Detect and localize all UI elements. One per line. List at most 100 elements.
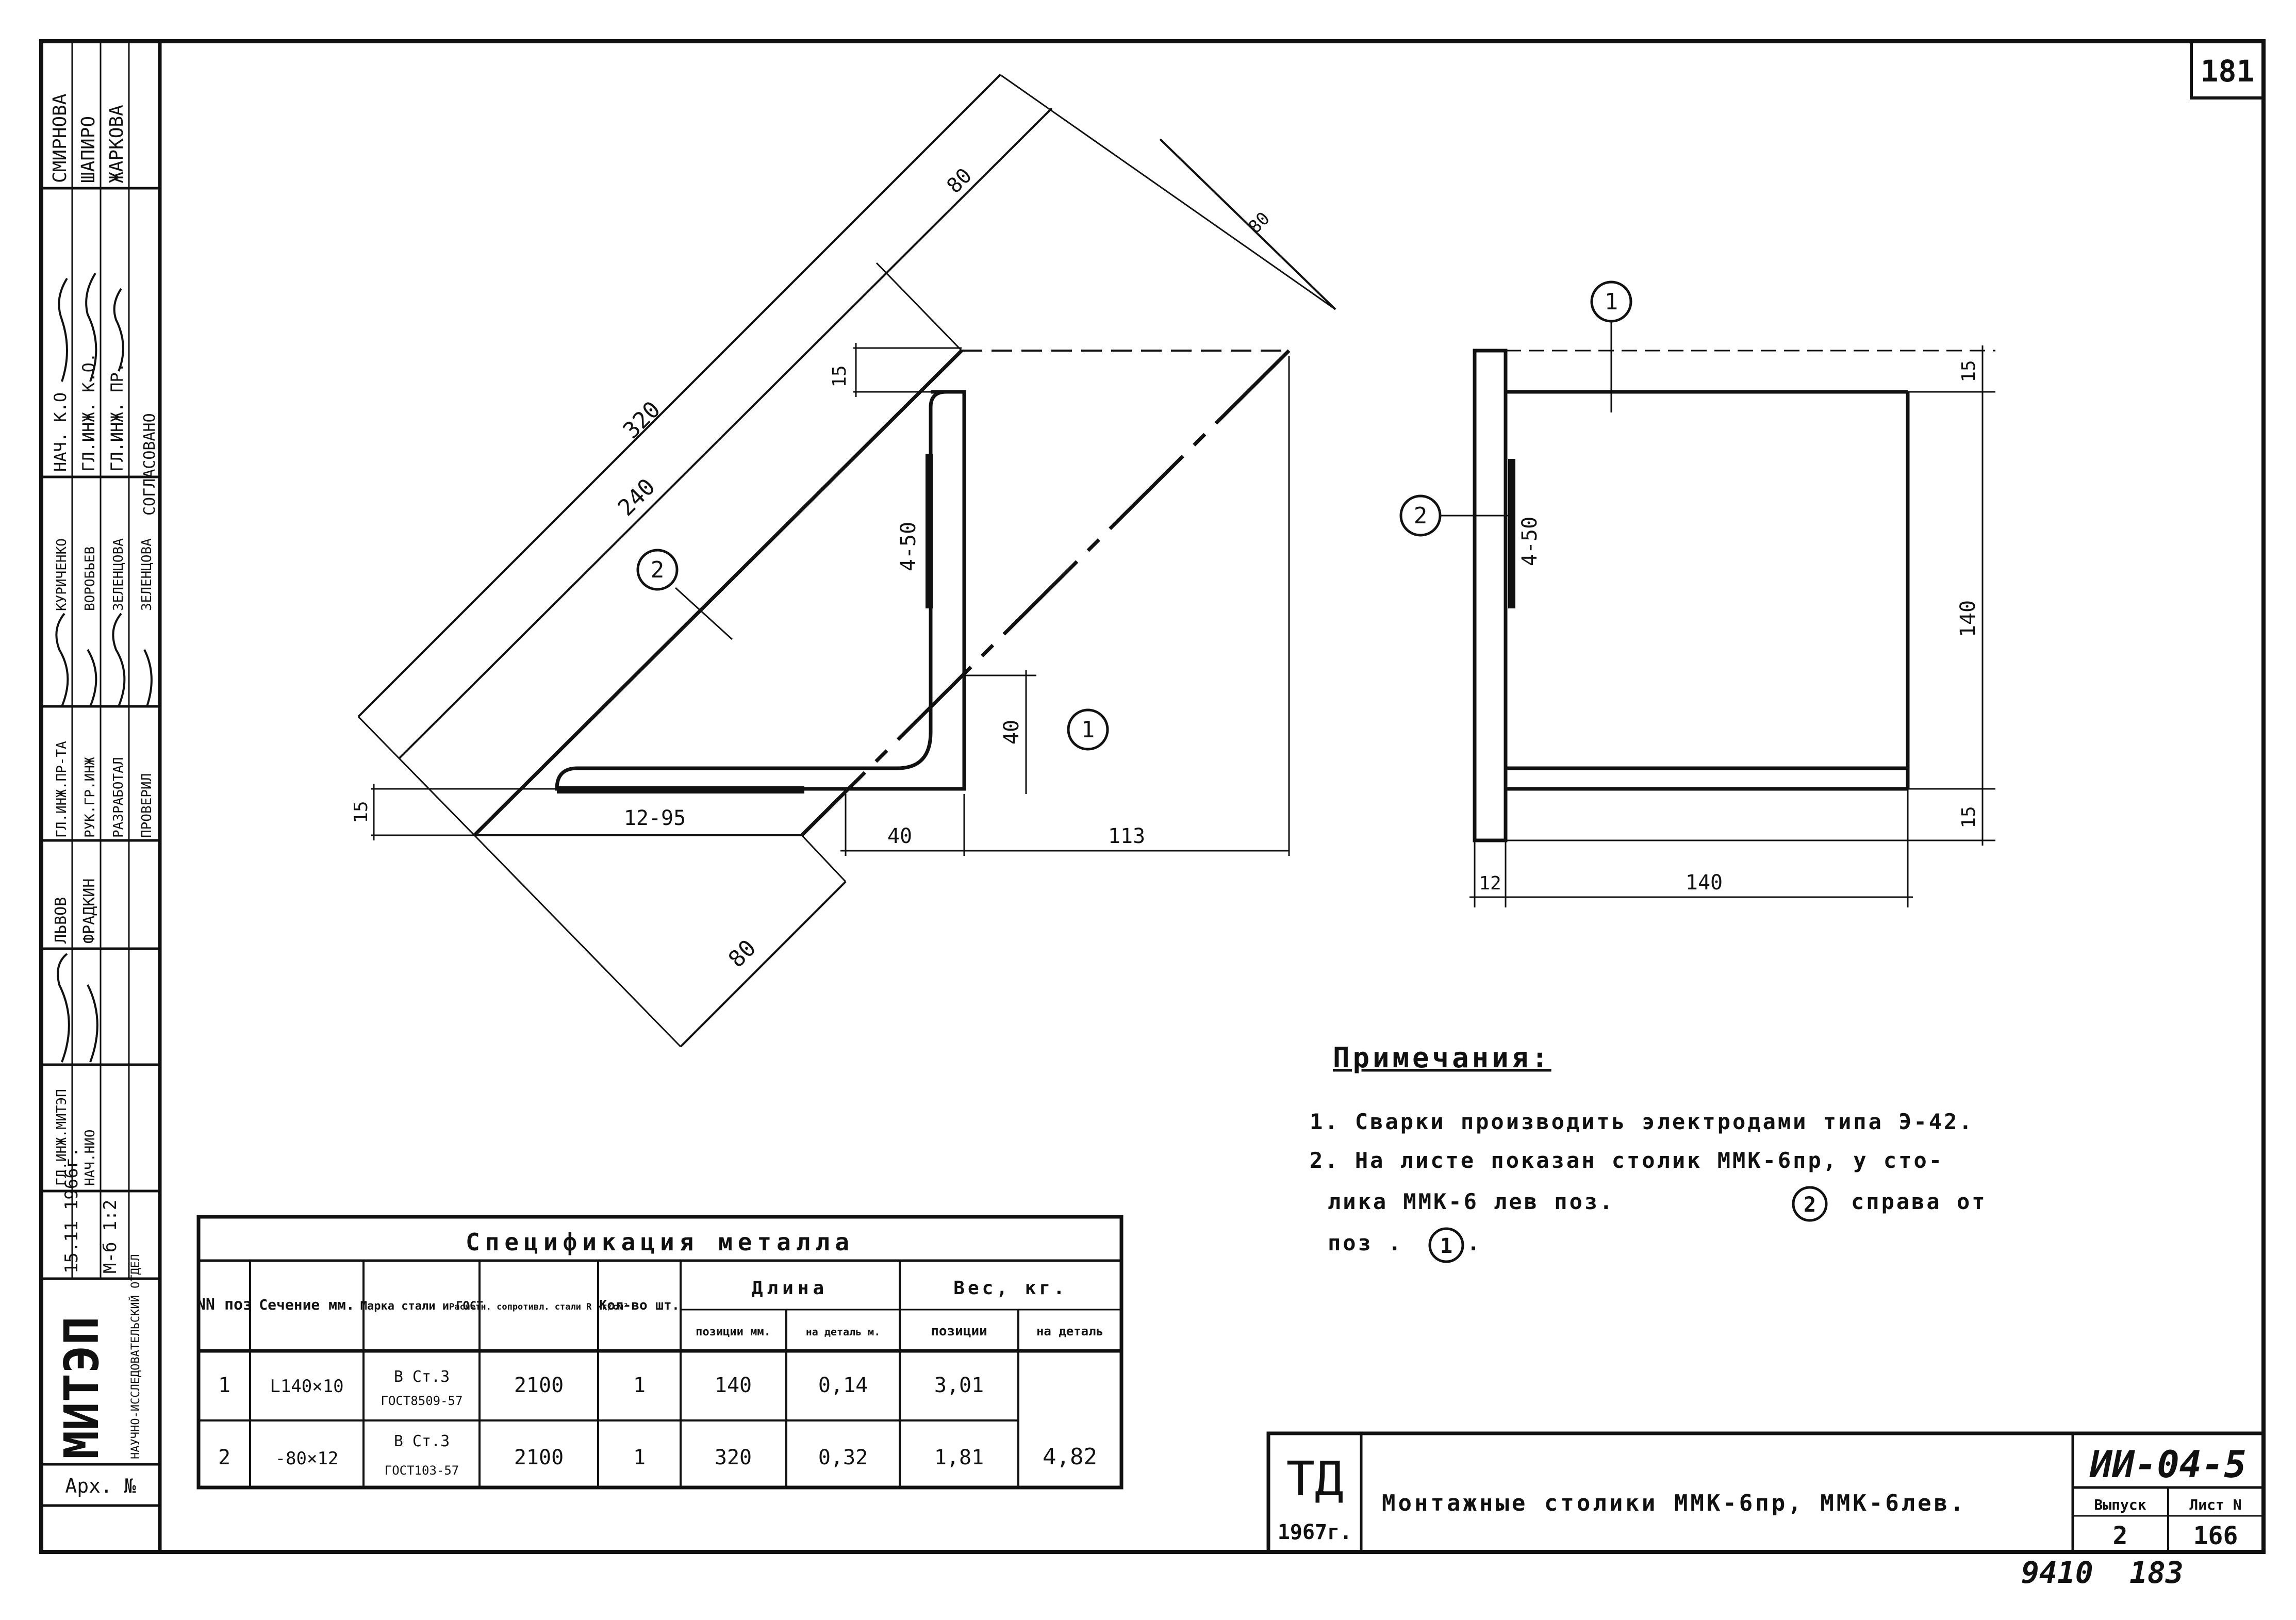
front-dim-12: 12 <box>1479 873 1501 894</box>
dim-40-vertical: 40 <box>1000 720 1023 745</box>
signer-mid-4: ЗЕЛЕНЦОВА <box>139 538 155 611</box>
dim-40-horizontal: 40 <box>887 824 912 848</box>
notes: Примечания: 1. Сварки производить электр… <box>1310 1042 1987 1263</box>
row2-w-pos: 1,81 <box>934 1446 984 1469</box>
issue-value: 2 <box>2113 1522 2128 1550</box>
signature-scribbles-low <box>57 953 98 1063</box>
row1-w-pos: 3,01 <box>934 1374 984 1397</box>
dim-line-80-bottom <box>680 881 847 1048</box>
row2-resistance: 2100 <box>514 1446 564 1469</box>
header-weight-detail: на деталь <box>1036 1324 1103 1338</box>
row1-nn: 1 <box>218 1374 230 1397</box>
sheet-value: 166 <box>2193 1522 2238 1550</box>
signer-top-2: ШАПИРО <box>78 116 99 183</box>
agreed-label: СОГЛАСОВАНО <box>141 413 159 516</box>
front-dim-15-top: 15 <box>1958 360 1979 382</box>
row2-len-pos: 320 <box>715 1446 752 1469</box>
archive-label: Арх. № <box>65 1475 136 1497</box>
row2-len-detail: 0,32 <box>818 1446 868 1469</box>
row2-nn: 2 <box>218 1446 230 1469</box>
title-logo: ТД <box>1286 1451 1344 1507</box>
notes-marker-2-label: 2 <box>1804 1193 1816 1217</box>
position-marker-2-right-label: 2 <box>1414 503 1428 529</box>
weld-vertical <box>926 454 933 608</box>
bracket-front-dims: 15 4-50 140 15 12 140 1 2 <box>1414 289 1980 895</box>
dim-15-top: 15 <box>829 365 850 387</box>
notes-line-2b-post: справа от <box>1851 1189 1987 1214</box>
header-qty: Кол-во шт. <box>599 1298 680 1313</box>
signer-top-3: ЖАРКОВА <box>106 105 127 183</box>
notes-line-2b-pre: лика ММК-6 лев поз. <box>1328 1189 1614 1214</box>
role-low-2: НАЧ.НИО <box>82 1129 98 1186</box>
header-grade: Марка стали и ГОСТ <box>360 1300 483 1313</box>
dim-line-80-top <box>1159 138 1336 310</box>
row2-qty: 1 <box>633 1446 646 1469</box>
position-marker-2-left-label: 2 <box>651 557 665 583</box>
role-low-1: ГЛ.ИНЖ.МИТЭП <box>54 1089 70 1186</box>
handwritten-number-right: 183 <box>2129 1555 2184 1590</box>
dim-15-left: 15 <box>351 801 372 823</box>
weight-total: 4,82 <box>1043 1444 1097 1470</box>
dim-80-a: 80 <box>943 164 977 199</box>
row1-grade: В Ст.3 <box>394 1368 450 1386</box>
title-year: 1967г. <box>1278 1520 1352 1544</box>
row2-section: -80×12 <box>275 1448 339 1469</box>
strip-org: МИТЭП <box>54 1316 109 1459</box>
issue-label: Выпуск <box>2094 1496 2146 1513</box>
position-marker-1-right-label: 1 <box>1605 289 1618 315</box>
notes-line-2a: 2. На листе показан столик ММК-6пр, у ст… <box>1310 1148 1944 1173</box>
notes-marker-1-label: 1 <box>1440 1234 1452 1258</box>
dim-4-50-weld: 4-50 <box>897 522 920 571</box>
position-marker-2-left <box>636 549 679 591</box>
row1-gost: ГОСТ8509-57 <box>381 1394 463 1408</box>
dim-320: 320 <box>618 396 666 444</box>
role-top-3: ГЛ.ИНЖ. ПР. <box>107 362 127 472</box>
notes-line-3-pre: поз . <box>1328 1230 1403 1255</box>
dim-line-240 <box>399 107 1053 759</box>
front-dim-140-vertical: 140 <box>1956 600 1980 637</box>
position-marker-2-right <box>1399 494 1442 537</box>
position-marker-1-left-label: 1 <box>1081 717 1095 743</box>
strip-date: 15.11 1966г. <box>61 1147 82 1274</box>
dim-line-320 <box>357 74 1001 718</box>
header-length-pos: позиции мм. <box>696 1326 771 1338</box>
strip-org-sub: НАУЧНО-ИССЛЕДОВАТЕЛЬСКИЙ ОТДЕЛ <box>129 1254 142 1459</box>
dim-80-b: 80 <box>1245 208 1274 238</box>
header-weight-pos: позиции <box>931 1324 987 1339</box>
sheet-number-top-box: 181 <box>2190 40 2265 100</box>
header-length: Длина <box>752 1278 828 1299</box>
role-mid-4: ПРОВЕРИЛ <box>139 773 155 838</box>
row1-resistance: 2100 <box>514 1374 564 1397</box>
weld-horizontal <box>557 786 804 794</box>
row1-section: L140×10 <box>270 1376 343 1397</box>
role-top-1: НАЧ. К.О <box>51 392 70 472</box>
header-length-detail: на деталь м. <box>806 1326 881 1338</box>
notes-line-3-post: . <box>1467 1230 1480 1255</box>
signer-mid-2: ВОРОБЬЕВ <box>82 547 98 611</box>
strip-scale: М-б 1:2 <box>100 1200 121 1274</box>
gusset-hypotenuse <box>473 349 963 837</box>
table-row: 2 -80×12 В Ст.3 ГОСТ103-57 2100 1 320 0,… <box>218 1432 984 1478</box>
position-marker-1-left <box>1067 708 1109 751</box>
row1-len-pos: 140 <box>715 1374 752 1397</box>
row2-gost: ГОСТ103-57 <box>385 1463 459 1478</box>
row1-len-detail: 0,14 <box>818 1374 868 1397</box>
gusset-back-edge <box>800 349 1291 837</box>
notes-line-1: 1. Сварки производить электродами типа Э… <box>1310 1109 1974 1134</box>
front-weld <box>1508 459 1515 608</box>
signer-low-1: ЛЬВОВ <box>52 897 70 944</box>
spec-table: Спецификация металла NN поз Сечение мм. … <box>196 1215 1124 1490</box>
sheet-label: Лист N <box>2189 1496 2241 1513</box>
notes-marker-2 <box>1792 1186 1828 1222</box>
sheet-number-top: 181 <box>2201 54 2255 89</box>
dim-240: 240 <box>613 474 660 521</box>
row2-grade: В Ст.3 <box>394 1432 450 1450</box>
role-mid-2: РУК.ГР.ИНЖ <box>82 757 98 838</box>
bracket-side-view <box>357 74 1336 1048</box>
position-marker-1-right <box>1590 280 1632 323</box>
signer-mid-3: ЗЕЛЕНЦОВА <box>111 538 126 611</box>
front-plate <box>1473 349 1508 842</box>
title-block: ТД 1967г. Монтажные столики ММК-6пр, ММК… <box>1266 1431 2266 1554</box>
angle-profile <box>555 390 966 791</box>
front-dim-15-bottom: 15 <box>1958 806 1979 828</box>
